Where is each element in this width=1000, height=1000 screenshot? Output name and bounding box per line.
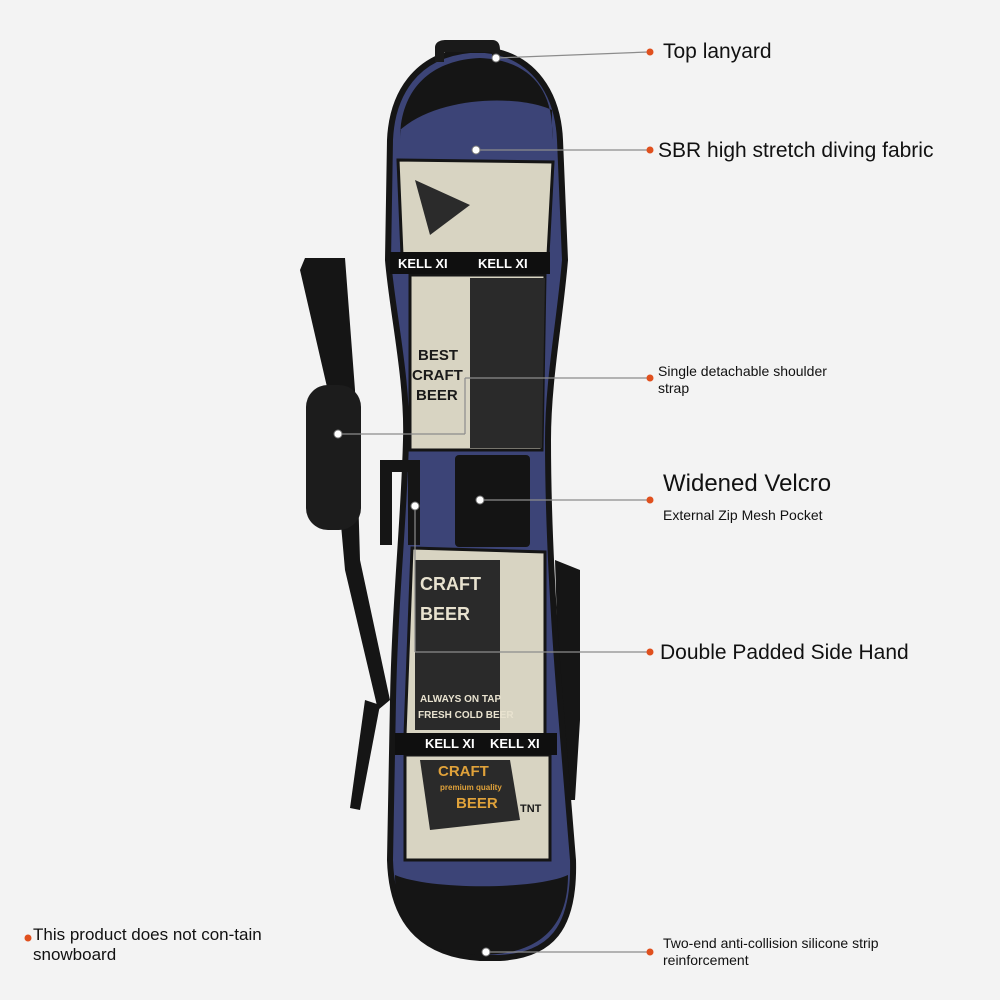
- bullet-dots: [24, 48, 654, 956]
- panel-graphic-mid-dark: [415, 560, 500, 730]
- window-panel-top: [396, 158, 555, 257]
- mid-text-0: CRAFT: [420, 574, 481, 594]
- top-text-2: BEER: [416, 387, 458, 404]
- callout-side-hand: Double Padded Side Hand: [660, 641, 909, 664]
- anchor-dots: [333, 53, 501, 957]
- bottom-text-2: BEER: [456, 795, 498, 812]
- top-text-0: BEST: [418, 347, 458, 364]
- mid-text-1: BEER: [420, 604, 470, 624]
- bottom-text-3: TNT: [520, 803, 542, 815]
- disclaimer-note: This product does not con-tain snowboard: [33, 925, 262, 965]
- panel-graphic-chevron: [415, 180, 470, 235]
- panel-graphic-bottle-cap: [420, 760, 520, 830]
- strap-tail-left: [350, 700, 380, 810]
- strap-brand-bottom-2: KELL XI: [490, 736, 540, 751]
- callout-silicone-strip: Two-end anti-collision silicone strip re…: [663, 935, 879, 968]
- bottom-text-1: premium quality: [440, 783, 502, 792]
- side-hand-handle: [380, 460, 420, 545]
- top-cap: [400, 58, 553, 140]
- shoulder-pad: [306, 385, 361, 530]
- bottom-text-0: CRAFT: [438, 763, 489, 780]
- strap-brand-bottom: KELL XI: [425, 736, 475, 751]
- panel-graphic-dark: [470, 278, 545, 448]
- callout-velcro-title: Widened Velcro: [663, 470, 832, 497]
- strap-brand-top-2: KELL XI: [478, 256, 528, 271]
- top-lanyard-loop: [435, 40, 500, 62]
- mid-text-2: ALWAYS ON TAP: [420, 694, 501, 705]
- callout-top-lanyard: Top lanyard: [663, 40, 772, 63]
- leader-lines: [338, 51, 649, 953]
- velcro-pocket: [455, 455, 530, 547]
- strap-brand-top: KELL XI: [398, 256, 448, 271]
- strap-band-top: [390, 252, 550, 274]
- callout-diving-fabric: SBR high stretch diving fabric: [658, 139, 934, 162]
- top-text-1: CRAFT: [412, 367, 463, 384]
- mid-text-3: FRESH COLD BEER: [418, 710, 514, 721]
- callout-velcro-subtitle: External Zip Mesh Pocket: [663, 507, 823, 523]
- strap-band-bottom: [395, 733, 557, 755]
- bottom-cap: [395, 875, 568, 955]
- callout-shoulder-strap: Single detachable shoulder strap: [658, 363, 827, 396]
- board-graphic-text: KELL XI KELL XI KELL XI KELL XI BEST CRA…: [398, 256, 542, 815]
